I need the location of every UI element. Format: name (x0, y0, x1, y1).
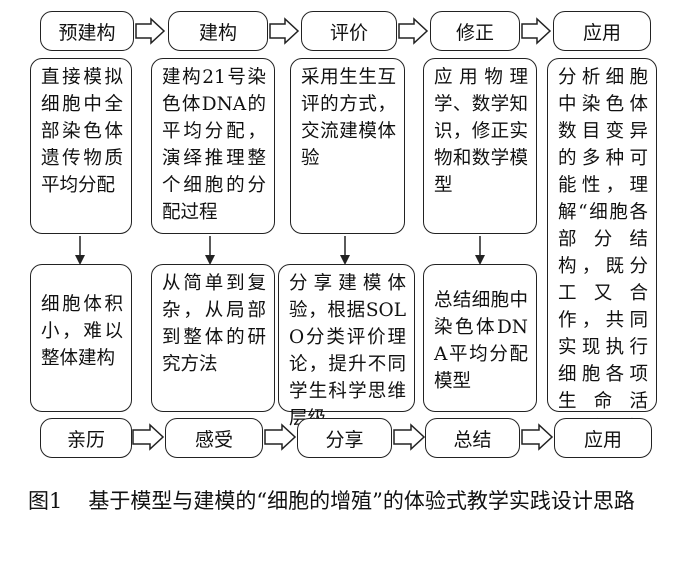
hollow-arrow-top-1 (135, 17, 166, 45)
content-evaluate: 采用生生互评的方式，交流建模体验 (290, 58, 405, 234)
phase-feel: 感受 (165, 418, 263, 458)
stage-pre-construct: 预建构 (40, 11, 134, 51)
hollow-arrow-top-2 (269, 17, 300, 45)
hollow-arrow-bottom-3 (393, 423, 426, 451)
hollow-arrow-bottom-2 (264, 423, 297, 451)
stage-revise: 修正 (430, 11, 520, 51)
hollow-arrow-bottom-4 (521, 423, 554, 451)
phase-share: 分享 (297, 418, 392, 458)
hollow-arrow-top-4 (521, 17, 552, 45)
stage-construct: 建构 (168, 11, 268, 51)
hollow-arrow-bottom-1 (132, 423, 165, 451)
phase-summarize: 总结 (425, 418, 520, 458)
content-construct: 建构21号染色体DNA的平均分配，演绎推理整个细胞的分配过程 (151, 58, 275, 234)
figure-number: 图1 (28, 489, 63, 513)
figure-caption-text: 基于模型与建模的“细胞的增殖”的体验式教学实践设计思路 (88, 489, 635, 513)
outcome-summarize: 总结细胞中染色体DNA平均分配模型 (423, 264, 537, 412)
content-revise: 应用物理学、数学知识，修正实物和数学模型 (423, 58, 537, 234)
hollow-arrow-top-3 (398, 17, 429, 45)
stage-apply: 应用 (553, 11, 651, 51)
content-apply: 分析细胞中染色体数目变异的多种可能性，理解“细胞各部分结构，既分工又合作，共同实… (547, 58, 657, 439)
figure-caption: 图1 基于模型与建模的“细胞的增殖”的体验式教学实践设计思路 (28, 481, 678, 521)
content-pre-construct: 直接模拟细胞中全部染色体遗传物质平均分配 (30, 58, 132, 234)
outcome-share: 分享建模体验，根据SOLO分类评价理论，提升不同学生科学思维层级 (278, 264, 415, 429)
outcome-feel: 从简单到复杂，从局部到整体的研究方法 (151, 264, 275, 412)
stage-evaluate: 评价 (301, 11, 397, 51)
phase-apply: 应用 (554, 418, 652, 458)
outcome-experience: 细胞体积小，难以整体建构 (30, 264, 132, 412)
connector-layer (75, 17, 554, 451)
phase-experience: 亲历 (40, 418, 132, 458)
